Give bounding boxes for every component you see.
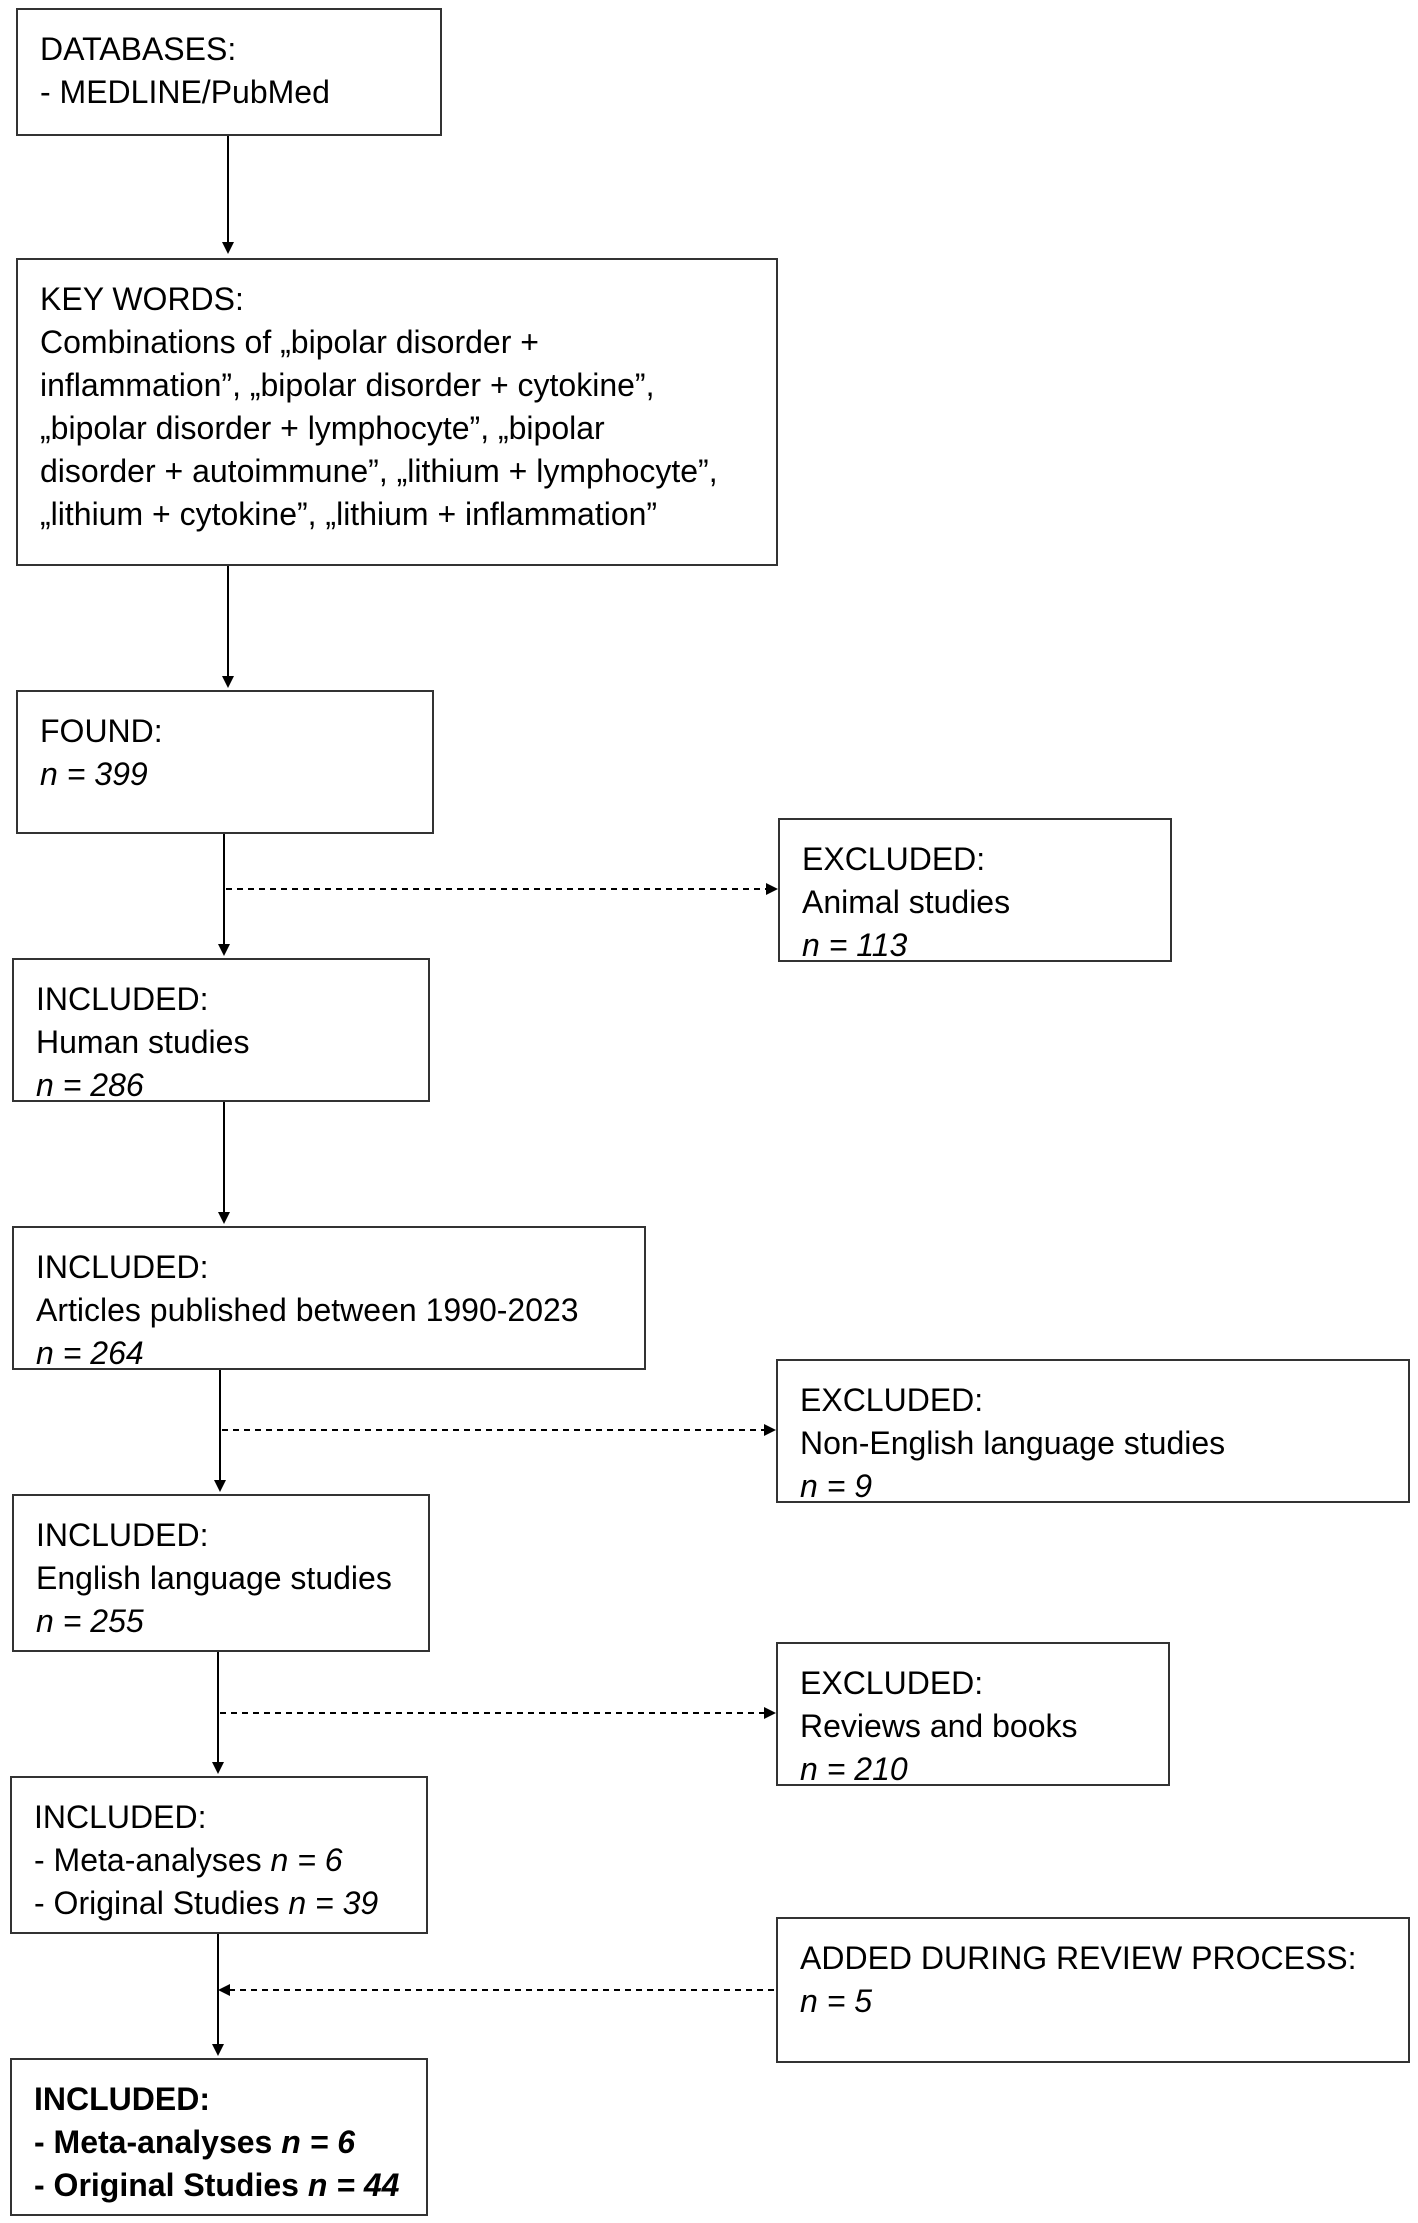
keywords-heading: KEY WORDS: xyxy=(40,281,244,317)
included-types-orig-label: - Original Studies xyxy=(34,1885,289,1921)
added-count: n = 5 xyxy=(800,1983,873,2019)
found-count: n = 399 xyxy=(40,756,148,792)
keywords-line: inflammation”, „bipolar disorder + cytok… xyxy=(40,367,655,403)
databases-heading: DATABASES: xyxy=(40,31,237,67)
included-years-label: Articles published between 1990-2023 xyxy=(36,1292,579,1328)
excluded-language-box: EXCLUDED: Non-English language studies n… xyxy=(776,1359,1410,1504)
keywords-line: „lithium + cytokine”, „lithium + inflamm… xyxy=(40,496,658,532)
included-human-label: Human studies xyxy=(36,1024,250,1060)
databases-item: - MEDLINE/PubMed xyxy=(40,74,330,110)
included-human-heading: INCLUDED: xyxy=(36,981,209,1017)
excluded-reviews-heading: EXCLUDED: xyxy=(800,1665,984,1701)
excluded-language-label: Non-English language studies xyxy=(800,1425,1226,1461)
added-box: ADDED DURING REVIEW PROCESS: n = 5 xyxy=(776,1917,1410,2063)
included-types-orig-row: - Original Studies n = 39 xyxy=(34,1882,404,1925)
included-english-label: English language studies xyxy=(36,1560,392,1596)
included-final-orig-label: - Original Studies xyxy=(34,2167,308,2203)
included-final-heading: INCLUDED: xyxy=(34,2081,210,2117)
databases-box: DATABASES: - MEDLINE/PubMed xyxy=(16,8,442,136)
excluded-reviews-count: n = 210 xyxy=(800,1751,908,1787)
added-heading: ADDED DURING REVIEW PROCESS: xyxy=(800,1940,1357,1976)
included-final-orig-count: n = 44 xyxy=(307,2167,400,2203)
included-years-count: n = 264 xyxy=(36,1335,144,1371)
included-english-count: n = 255 xyxy=(36,1603,144,1639)
excluded-language-count: n = 9 xyxy=(800,1468,873,1504)
excluded-language-heading: EXCLUDED: xyxy=(800,1382,984,1418)
included-final-meta-label: - Meta-analyses xyxy=(34,2124,282,2160)
keywords-line: Combinations of „bipolar disorder + xyxy=(40,324,539,360)
included-types-box: INCLUDED: - Meta-analyses n = 6 - Origin… xyxy=(10,1776,428,1934)
excluded-animal-label: Animal studies xyxy=(802,884,1011,920)
found-box: FOUND: n = 399 xyxy=(16,690,434,834)
included-types-heading: INCLUDED: xyxy=(34,1799,207,1835)
included-types-orig-count: n = 39 xyxy=(288,1885,379,1921)
included-types-meta-count: n = 6 xyxy=(270,1842,343,1878)
excluded-animal-count: n = 113 xyxy=(802,927,908,963)
included-years-box: INCLUDED: Articles published between 199… xyxy=(12,1226,646,1371)
included-human-count: n = 286 xyxy=(36,1067,144,1103)
excluded-animal-box: EXCLUDED: Animal studies n = 113 xyxy=(778,818,1172,963)
included-types-meta-label: - Meta-analyses xyxy=(34,1842,271,1878)
keywords-line: disorder + autoimmune”, „lithium + lymph… xyxy=(40,453,718,489)
included-final-meta-row: - Meta-analyses n = 6 xyxy=(34,2121,404,2164)
excluded-reviews-box: EXCLUDED: Reviews and books n = 210 xyxy=(776,1642,1170,1787)
included-types-meta-row: - Meta-analyses n = 6 xyxy=(34,1839,404,1882)
excluded-reviews-label: Reviews and books xyxy=(800,1708,1078,1744)
included-years-heading: INCLUDED: xyxy=(36,1249,209,1285)
included-final-meta-count: n = 6 xyxy=(281,2124,356,2160)
keywords-line: „bipolar disorder + lymphocyte”, „bipola… xyxy=(40,410,605,446)
excluded-animal-heading: EXCLUDED: xyxy=(802,841,986,877)
included-english-box: INCLUDED: English language studies n = 2… xyxy=(12,1494,430,1652)
included-final-orig-row: - Original Studies n = 44 xyxy=(34,2164,404,2207)
included-human-box: INCLUDED: Human studies n = 286 xyxy=(12,958,430,1103)
found-heading: FOUND: xyxy=(40,713,163,749)
included-final-box: INCLUDED: - Meta-analyses n = 6 - Origin… xyxy=(10,2058,428,2216)
included-english-heading: INCLUDED: xyxy=(36,1517,209,1553)
keywords-box: KEY WORDS: Combinations of „bipolar diso… xyxy=(16,258,778,566)
